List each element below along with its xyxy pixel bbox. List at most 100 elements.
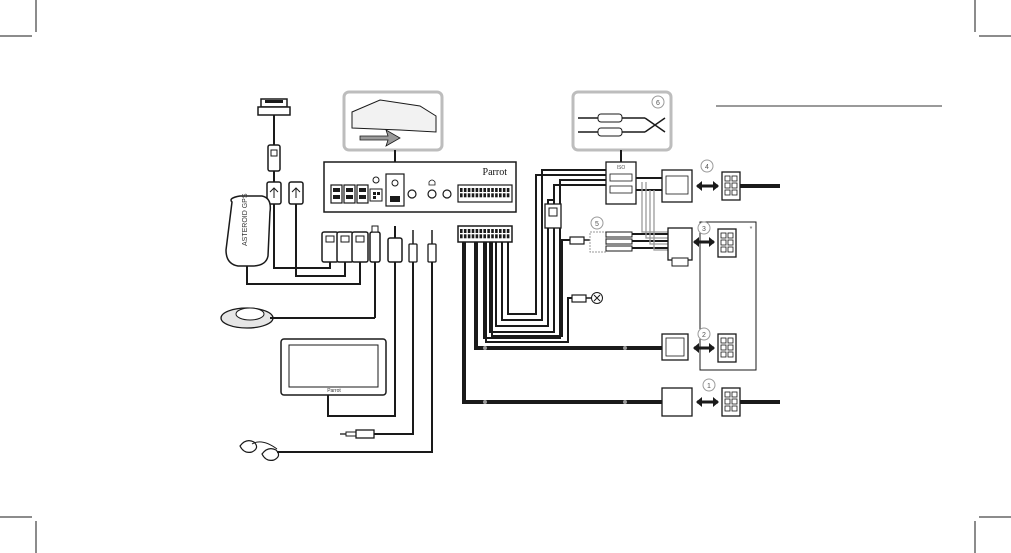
iso-pin xyxy=(476,234,479,238)
iso-pin xyxy=(480,193,483,197)
main-iso-connector xyxy=(458,226,512,242)
iso-pin xyxy=(480,234,483,238)
iso-pin xyxy=(503,188,506,192)
iso-pin xyxy=(491,188,494,192)
mounting-detail-panel xyxy=(344,92,442,162)
screen-brand: Parrot xyxy=(327,388,341,394)
iso-pin xyxy=(507,193,510,197)
cross-circle-icon xyxy=(592,293,603,304)
iso-pin xyxy=(483,188,486,192)
iso-pin xyxy=(503,234,506,238)
iso-pin xyxy=(472,229,475,233)
unit-brand: Parrot xyxy=(483,167,508,178)
gps-label: ASTEROID GPS xyxy=(242,193,249,246)
iso-pin xyxy=(491,234,494,238)
note-star: * xyxy=(750,226,753,233)
iso-pin xyxy=(460,188,463,192)
iso-pin xyxy=(476,229,479,233)
video-plug-icon xyxy=(388,226,402,262)
iso-pin xyxy=(460,229,463,233)
callout-2-label: 2 xyxy=(702,332,706,339)
iso-pin xyxy=(464,193,467,197)
iso-pin xyxy=(464,188,467,192)
iso-pin xyxy=(468,229,471,233)
iso-pin xyxy=(487,229,490,233)
iso-pin xyxy=(480,188,483,192)
iso-pin xyxy=(487,193,490,197)
callout-5-label: 5 xyxy=(595,221,599,228)
video-port-icon xyxy=(386,174,404,206)
car-iso-socket-icon xyxy=(722,388,740,416)
iso-pin xyxy=(464,229,467,233)
iso-pin xyxy=(499,188,502,192)
fuse-detail-panel: 6 xyxy=(573,92,671,162)
relay-connector-icon xyxy=(545,204,561,228)
iso-pin xyxy=(495,229,498,233)
iso-pin xyxy=(487,188,490,192)
callout-1: 1 xyxy=(703,379,715,391)
double-arrow-icon xyxy=(696,181,719,191)
iso-pin xyxy=(495,193,498,197)
callout-2: 2 xyxy=(698,328,710,340)
iso-pin xyxy=(483,234,486,238)
iso-pin xyxy=(507,234,510,238)
double-arrow-icon xyxy=(696,397,719,407)
ipod-connector-icon xyxy=(258,99,290,145)
callout-4-label: 4 xyxy=(705,164,709,171)
usb-port-icon xyxy=(331,185,342,203)
connector-4: 4 xyxy=(662,160,780,202)
iso-pin xyxy=(480,229,483,233)
connector-plugs-row xyxy=(322,226,436,262)
iso-pin xyxy=(460,234,463,238)
audio-jack-icon xyxy=(340,430,374,438)
usb-plug-icon xyxy=(268,145,280,182)
iso-pin xyxy=(499,229,502,233)
gps-module-icon: ASTEROID GPS xyxy=(226,193,270,266)
iso-pin xyxy=(483,193,486,197)
parrot-main-unit: Parrot xyxy=(324,162,516,212)
usb-plug-icon xyxy=(337,232,353,262)
iso-pin xyxy=(507,229,510,233)
rca-plug-icon xyxy=(570,237,590,244)
iso-pin xyxy=(499,193,502,197)
iso-pin xyxy=(468,188,471,192)
car-iso-socket-icon xyxy=(718,334,736,362)
iso-pin xyxy=(495,234,498,238)
iso-pin xyxy=(472,234,475,238)
callout-1-label: 1 xyxy=(707,383,711,390)
rca-plug-icon xyxy=(572,295,592,302)
iso-pin xyxy=(468,234,471,238)
usb-port-icon xyxy=(357,185,368,203)
iso-pin xyxy=(503,229,506,233)
callout-6: 6 xyxy=(652,96,664,108)
iso-pin xyxy=(460,193,463,197)
car-iso-socket-icon xyxy=(718,229,736,257)
iso-pin xyxy=(495,188,498,192)
callout-5: 5 xyxy=(591,217,603,229)
iso-pin xyxy=(476,188,479,192)
callout-6-label: 6 xyxy=(656,100,660,107)
microphone-icon xyxy=(221,308,375,328)
iso-pin xyxy=(468,193,471,197)
audio-jack-icon xyxy=(409,230,417,262)
iso-pin xyxy=(472,188,475,192)
audio-jack-icon xyxy=(428,230,436,262)
iso-pin xyxy=(464,234,467,238)
iso-pin xyxy=(472,193,475,197)
display-screen-icon: Parrot xyxy=(281,339,386,395)
iso-pin xyxy=(499,234,502,238)
iso-pin xyxy=(491,229,494,233)
car-iso-socket-icon xyxy=(722,172,740,200)
usb-socket-icon xyxy=(267,182,303,204)
usb-port-icon xyxy=(344,185,355,203)
iso-pin xyxy=(483,229,486,233)
iso-pin xyxy=(503,193,506,197)
iso-pin xyxy=(507,188,510,192)
connector-1: 1 xyxy=(662,379,780,416)
callout-4: 4 xyxy=(701,160,713,172)
rca-adapter-cluster: 5 xyxy=(590,217,668,252)
usb-plug-icon xyxy=(352,232,368,262)
iso-pin xyxy=(476,193,479,197)
